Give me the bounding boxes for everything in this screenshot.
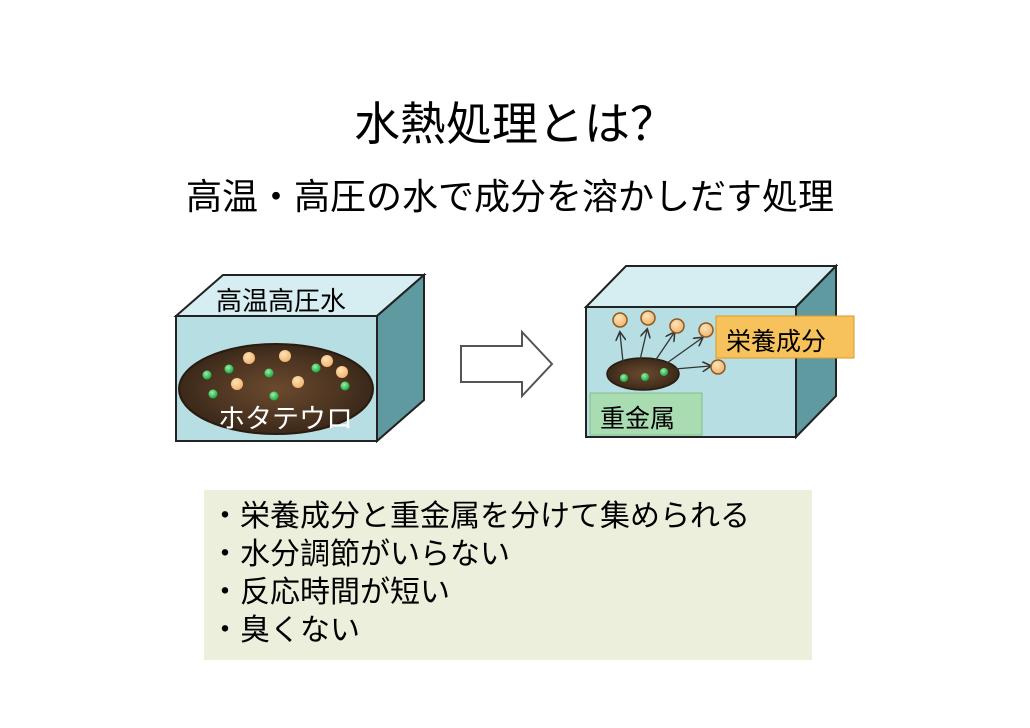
- metal-dot: [208, 389, 218, 399]
- left-box-top-label: 高温高圧水: [216, 287, 347, 317]
- nutrient-dot: [336, 366, 348, 378]
- nutrient-dot: [321, 355, 333, 367]
- nutrient-dot: [243, 352, 255, 364]
- metal-dot: [202, 370, 212, 380]
- nutrient-dot: [669, 318, 685, 334]
- metal-dot: [311, 363, 321, 373]
- nutrient-dot: [612, 312, 628, 328]
- metal-dot: [224, 364, 234, 374]
- metal-dot: [620, 374, 628, 382]
- residue-mass: [606, 357, 680, 391]
- metal-dot: [641, 373, 649, 381]
- nutrient-label: 栄養成分: [726, 327, 827, 356]
- metal-label-box: [589, 392, 703, 436]
- list-item: ・栄養成分と重金属を分けて集められる: [210, 499, 750, 534]
- metal-dot: [340, 381, 350, 391]
- right-box-top: [583, 265, 839, 308]
- metal-label: 重金属: [600, 404, 676, 433]
- page-subtitle: 高温・高圧の水で成分を溶かしだす処理: [186, 177, 835, 218]
- left-box-mass-label: ホタテウロ: [218, 404, 353, 435]
- release-arrows: [620, 330, 710, 369]
- nutrient-dot: [640, 310, 656, 326]
- page-title: 水熱処理とは？: [354, 97, 676, 151]
- nutrient-dot: [279, 350, 291, 362]
- metal-dot: [269, 391, 279, 401]
- nutrient-dot: [231, 378, 243, 390]
- nutrient-dot: [710, 359, 726, 375]
- advantages-list: ・栄養成分と重金属を分けて集められる ・水分調節がいらない ・反応時間が短い ・…: [204, 490, 812, 660]
- nutrient-label-box: [715, 315, 855, 359]
- nutrient-dot: [698, 322, 714, 338]
- released-nutrients: [612, 310, 726, 375]
- metal-dot: [264, 368, 274, 378]
- list-item: ・水分調節がいらない: [210, 537, 510, 572]
- list-item: ・反応時間が短い: [210, 575, 450, 610]
- list-item: ・臭くない: [210, 613, 360, 648]
- metal-dot: [660, 368, 668, 376]
- process-arrow: [460, 329, 554, 399]
- scallop-mass: [178, 343, 374, 435]
- nutrient-dot: [292, 376, 304, 388]
